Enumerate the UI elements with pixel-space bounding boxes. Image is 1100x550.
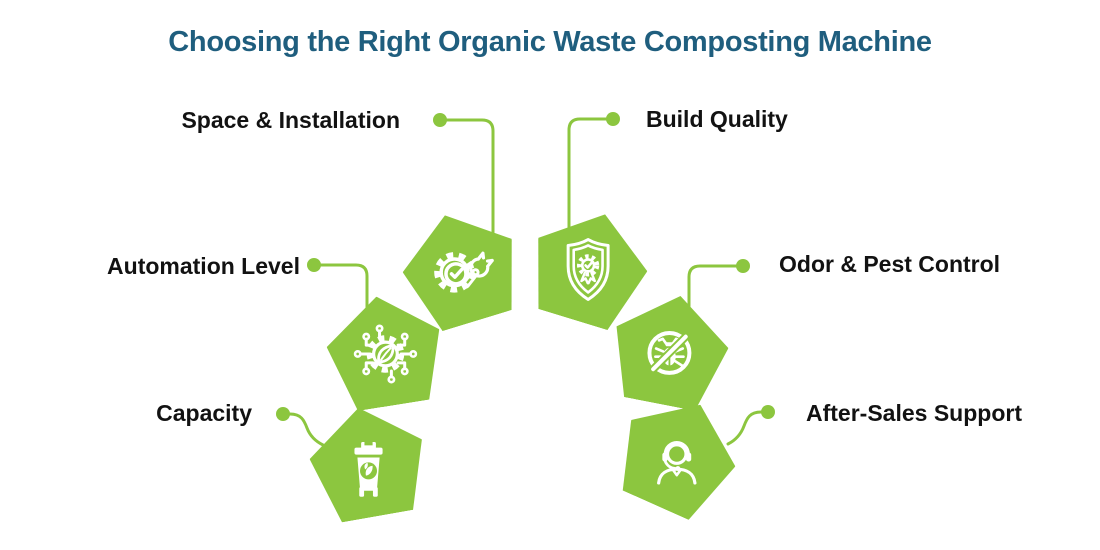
connector-after-sales-support [726,410,763,446]
automation-circuit-leaf-icon [348,317,422,391]
connector-capacity [288,412,325,447]
connector-build-quality [567,117,608,234]
connector-odor-pest-control [687,264,738,311]
label-automation-level: Automation Level [107,253,300,279]
page-title: Choosing the Right Organic Waste Compost… [168,26,932,58]
pentagon-space-installation [390,199,531,338]
no-bug-icon [632,316,706,390]
pentagon-odor-pest-control [604,285,737,415]
connector-dot-aftersales [761,405,775,419]
connector-dot-automation [307,258,321,272]
label-after-sales-support: After-Sales Support [806,400,1022,426]
connector-dot-space [433,113,447,127]
shield-medal-icon [551,233,625,307]
connector-automation-level [319,263,369,312]
label-odor-pest-control: Odor & Pest Control [779,251,1001,277]
label-space-installation: Space & Installation [181,107,400,133]
label-build-quality: Build Quality [646,106,788,132]
label-capacity: Capacity [156,400,252,426]
connector-dot-capacity [276,407,290,421]
pentagon-build-quality [518,198,659,337]
pentagon-after-sales-support [604,382,753,529]
connector-dot-build [606,112,620,126]
connector-dot-odor [736,259,750,273]
connector-space-installation [445,118,495,236]
headset-agent-icon [640,421,714,495]
pentagon-capacity [302,398,433,526]
compost-bin-icon [332,428,406,502]
gear-check-wrench-icon [425,234,499,308]
pentagon-automation-level [320,288,450,414]
